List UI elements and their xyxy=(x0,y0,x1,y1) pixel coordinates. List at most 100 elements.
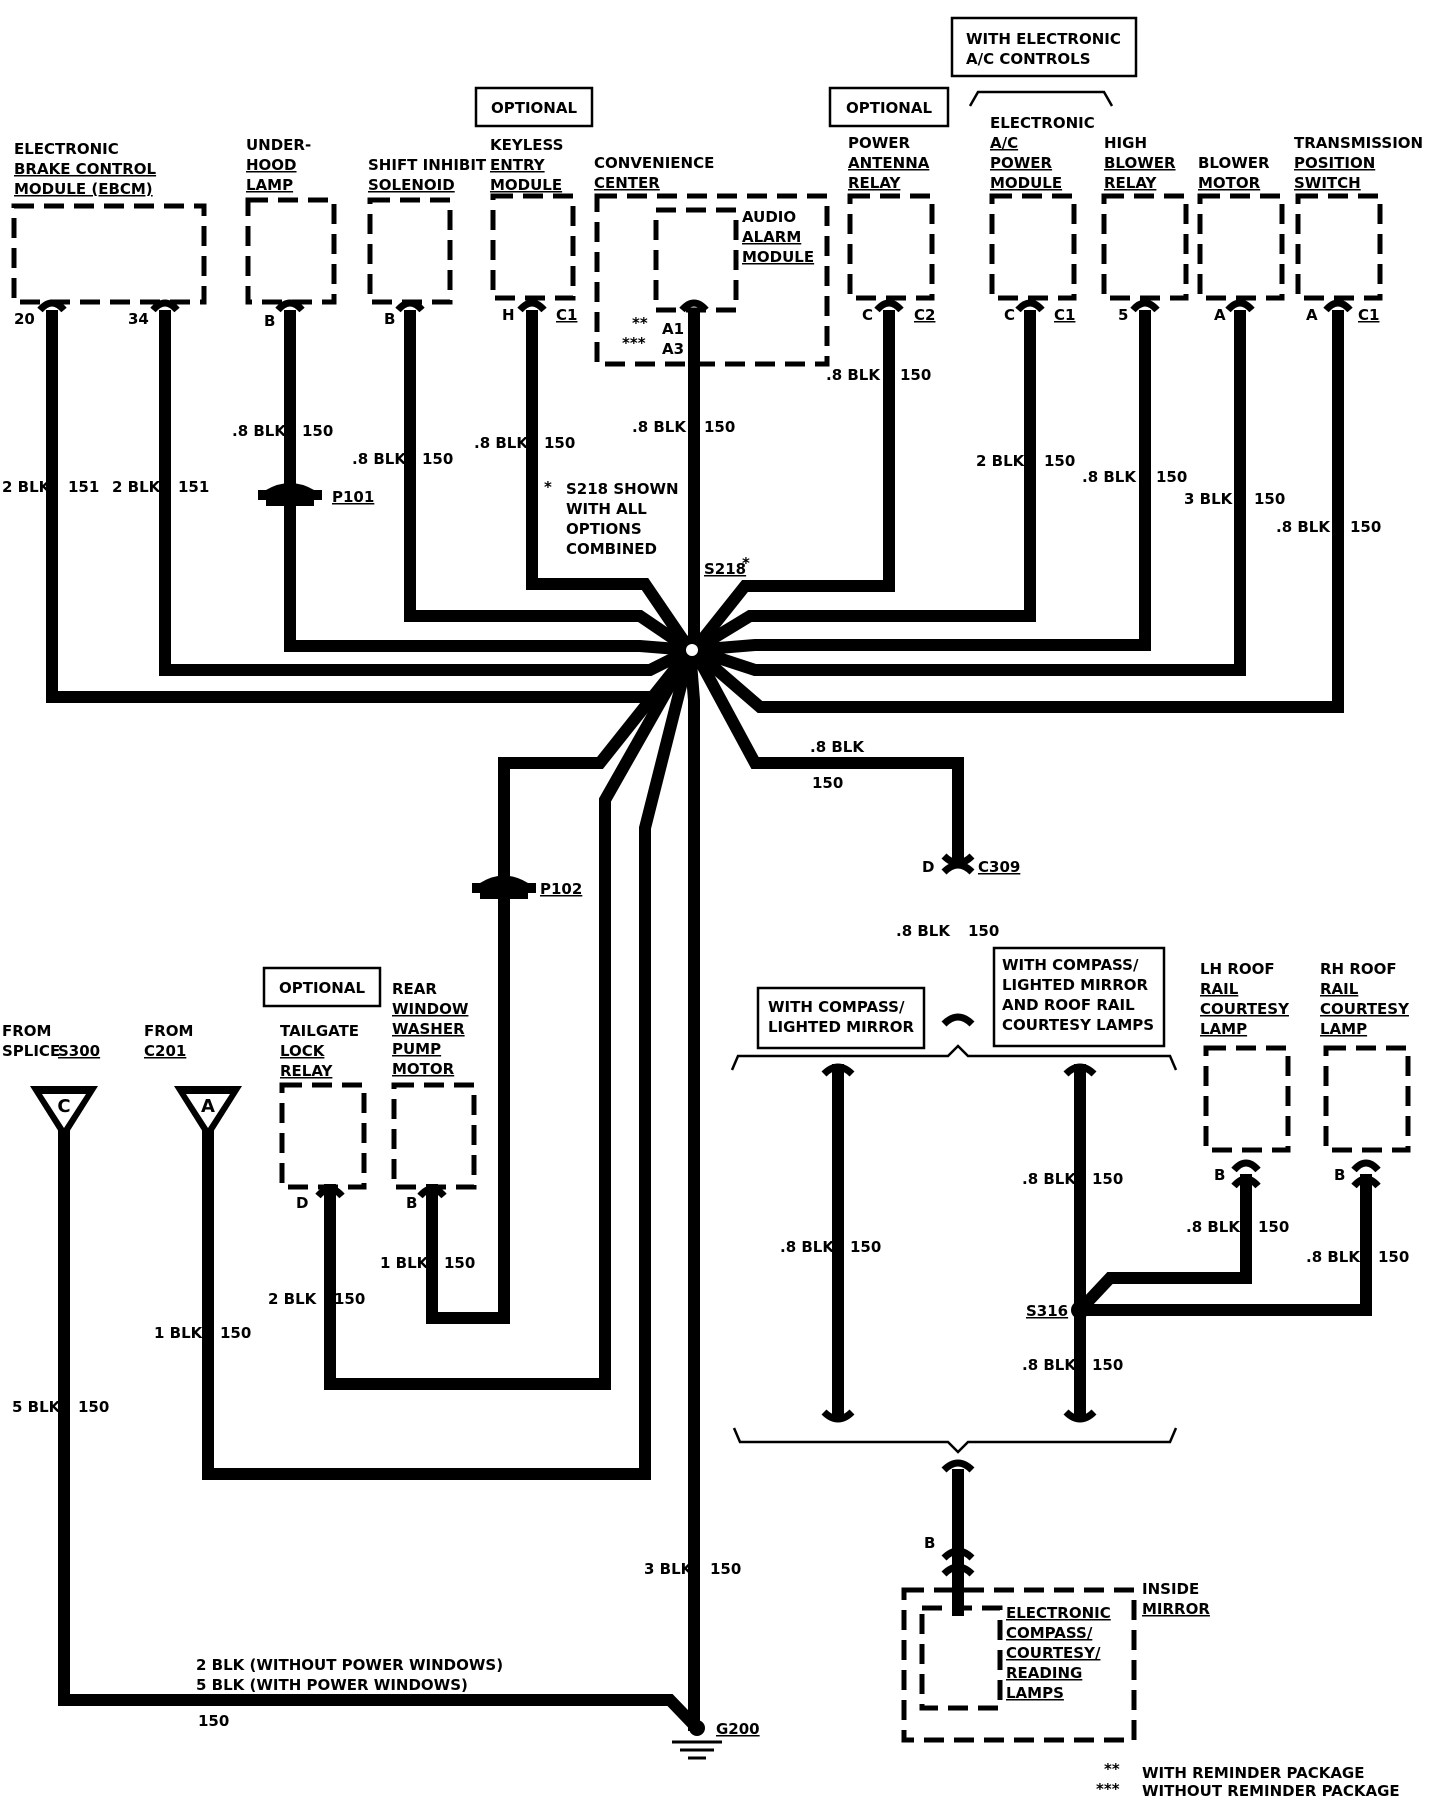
shift-inhibit-box xyxy=(367,197,453,305)
pin-a1: A1 xyxy=(662,320,684,338)
antenna-label-2: ANTENNA xyxy=(848,154,930,172)
wl-tailgate-circ: 150 xyxy=(334,1290,365,1308)
legend-text-2: WITHOUT REMINDER PACKAGE xyxy=(1142,1782,1400,1800)
compass-mirror-1: WITH COMPASS/ xyxy=(768,998,905,1016)
c309-label: C309 xyxy=(978,858,1020,876)
wl-ebcm34-circ: 151 xyxy=(178,478,209,496)
wl-highblower-size: .8 BLK xyxy=(1082,468,1137,486)
ebcm-label-3: MODULE (EBCM) xyxy=(14,180,153,198)
underhood-label-2: HOOD xyxy=(246,156,297,174)
rh-roof-1: RH ROOF xyxy=(1320,960,1397,978)
wl-audio-size: .8 BLK xyxy=(632,418,687,436)
wl-ebcm20-size: 2 BLK xyxy=(2,478,52,496)
s316-label: S316 xyxy=(1026,1302,1068,1320)
wl-keyless-size: .8 BLK xyxy=(474,434,529,452)
compass-lamps-4: READING xyxy=(1006,1664,1082,1682)
inline-a-label: A xyxy=(201,1096,215,1117)
wl-s300-size: 5 BLK xyxy=(12,1398,62,1416)
p101-label: P101 xyxy=(332,488,374,506)
washer-label-3: WASHER xyxy=(392,1020,465,1038)
wl-keyless-circ: 150 xyxy=(544,434,575,452)
high-blower-box xyxy=(1101,193,1189,301)
washer-label-5: MOTOR xyxy=(392,1060,455,1078)
ac-power-label-3: POWER xyxy=(990,154,1053,172)
pin-receptacles xyxy=(37,299,1381,1577)
star-2: ** xyxy=(632,314,648,332)
optional-box-antenna xyxy=(828,86,950,128)
compass-roof-box xyxy=(992,946,1166,1048)
ac-power-label-2: A/C xyxy=(990,134,1018,152)
washer-label-2: WINDOW xyxy=(392,1000,469,1018)
wl-mirror-a-circ: 150 xyxy=(850,1238,881,1256)
pin-blower-motor: A xyxy=(1214,306,1226,324)
conn-antenna: C2 xyxy=(914,306,935,324)
wires xyxy=(46,310,1372,1734)
wl-blowermotor-size: 3 BLK xyxy=(1184,490,1234,508)
compass-lamps-3: COURTESY/ xyxy=(1006,1644,1101,1662)
ground-note-1: 2 BLK (WITHOUT POWER WINDOWS) xyxy=(196,1656,503,1674)
inside-mirror-box xyxy=(901,1587,1137,1743)
compass-mirror-2: LIGHTED MIRROR xyxy=(768,1018,915,1036)
trans-switch-box xyxy=(1295,193,1383,301)
wire-from-s300 xyxy=(58,1124,703,1734)
s218-note-2: WITH ALL xyxy=(566,500,647,518)
lh-roof-4: LAMP xyxy=(1200,1020,1247,1038)
blower-motor-label-1: BLOWER xyxy=(1198,154,1270,172)
keyless-label-2: ENTRY xyxy=(490,156,546,174)
g200-label: G200 xyxy=(716,1720,760,1738)
electronic-ac-text-2: A/C CONTROLS xyxy=(966,50,1091,68)
wl-mirror-b-size: .8 BLK xyxy=(1022,1170,1077,1188)
power-antenna-box xyxy=(847,193,935,301)
wl-shift-size: .8 BLK xyxy=(352,450,407,468)
keyless-entry-box xyxy=(490,193,576,301)
audio-alarm-label-3: MODULE xyxy=(742,248,814,266)
wire-to-g200 xyxy=(683,643,700,1731)
tailgate-label-3: RELAY xyxy=(280,1062,334,1080)
wl-ground-circ: 150 xyxy=(198,1712,229,1730)
optional-text-3: OPTIONAL xyxy=(279,979,365,997)
audio-alarm-label-1: AUDIO xyxy=(742,208,796,226)
s218-label: S218 xyxy=(704,560,746,578)
wl-c309b-circ: 150 xyxy=(968,922,999,940)
components xyxy=(11,193,1411,1743)
lh-roof-2: RAIL xyxy=(1200,980,1239,998)
wl-trans-circ: 150 xyxy=(1350,518,1381,536)
wl-c309b-size: .8 BLK xyxy=(896,922,951,940)
wire-trans-switch xyxy=(685,310,1344,713)
wl-lh-size: .8 BLK xyxy=(1186,1218,1241,1236)
wl-tailgate-size: 2 BLK xyxy=(268,1290,318,1308)
wl-underhood-circ: 150 xyxy=(302,422,333,440)
optional-text-2: OPTIONAL xyxy=(846,99,932,117)
from-s300-2: SPLICE xyxy=(2,1042,60,1060)
ebcm-label-2: BRAKE CONTROL xyxy=(14,160,157,178)
rh-roof-3: COURTESY xyxy=(1320,1000,1410,1018)
rear-washer-box xyxy=(391,1082,477,1190)
compass-mirror-box xyxy=(756,986,926,1050)
from-s300-3: S300 xyxy=(58,1042,100,1060)
wire-tailgate xyxy=(324,641,699,1390)
legend-text-1: WITH REMINDER PACKAGE xyxy=(1142,1764,1365,1782)
pin-washer: B xyxy=(406,1194,417,1212)
convenience-center-box xyxy=(594,193,830,367)
s218-note-star: * xyxy=(544,478,552,496)
wl-audio-circ: 150 xyxy=(704,418,735,436)
underhood-label-1: UNDER- xyxy=(246,136,311,154)
audio-alarm-box xyxy=(653,207,739,313)
from-c201-1: FROM xyxy=(144,1022,193,1040)
wl-s300-circ: 150 xyxy=(78,1398,109,1416)
wl-mirror-a-size: .8 BLK xyxy=(780,1238,835,1256)
wire-underhood xyxy=(284,310,697,657)
convenience-label-2: CENTER xyxy=(594,174,660,192)
pin-ac: C xyxy=(1004,306,1015,324)
ebcm-label-1: ELECTRONIC xyxy=(14,140,119,158)
pin-trans: A xyxy=(1306,306,1318,324)
conn-trans: C1 xyxy=(1358,306,1379,324)
antenna-label-3: RELAY xyxy=(848,174,902,192)
electronic-ac-text-1: WITH ELECTRONIC xyxy=(966,30,1121,48)
star-3: *** xyxy=(622,334,646,352)
trans-label-2: POSITION xyxy=(1294,154,1375,172)
keyless-label-1: KEYLESS xyxy=(490,136,563,154)
underhood-label-3: LAMP xyxy=(246,176,293,194)
pin-keyless: H xyxy=(502,306,515,324)
wire-keyless xyxy=(526,310,699,659)
